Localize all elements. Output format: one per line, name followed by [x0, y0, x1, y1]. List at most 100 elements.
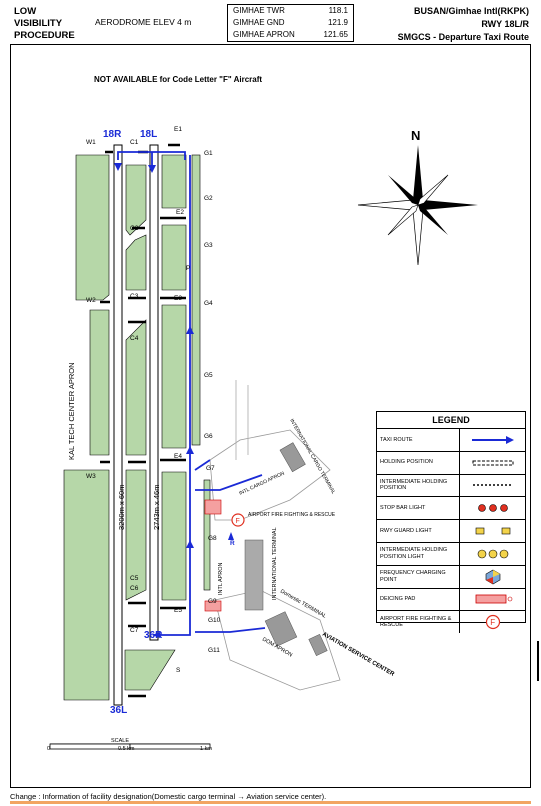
procedure-line: PROCEDURE	[14, 30, 75, 41]
scale-label: 0.5 km	[118, 746, 135, 752]
freq-name: GIMHAE TWR	[233, 6, 285, 15]
taxiway-label-c6: C6	[130, 585, 139, 592]
legend-row: RWY GUARD LIGHT	[377, 520, 525, 543]
procedure-line: VISIBILITY	[14, 18, 63, 29]
procedure-title: LOW VISIBILITY PROCEDURE	[14, 6, 75, 42]
runway-36r-label: 36R	[144, 630, 163, 641]
deicing-pad	[204, 600, 222, 612]
ground-area	[161, 154, 187, 209]
runway-36l-label: 36L	[110, 705, 127, 716]
taxiway-label-r: R	[230, 540, 235, 547]
legend-row: AIRPORT FIRE FIGHTING & RESCUE F	[377, 611, 525, 634]
ground-area	[191, 154, 201, 446]
taxiway-label-g4: G4	[204, 300, 213, 307]
north-label: N	[411, 128, 420, 143]
taxi-routes	[117, 151, 266, 636]
frequency-row: GIMHAE GND 121.9	[228, 17, 353, 29]
freq-value: 121.9	[327, 18, 348, 27]
ground-area	[125, 319, 147, 456]
airport-name: BUSAN/Gimhae Intl(RKPK)	[413, 6, 529, 16]
legend-label: FREQUENCY CHARGING POINT	[377, 565, 460, 588]
legend-label: TAXI ROUTE	[377, 429, 460, 451]
freq-name: GIMHAE GND	[233, 18, 285, 27]
aviation-center-building	[308, 633, 328, 657]
intermediate-holding-icon	[472, 484, 513, 487]
taxiway-label-g9: G9	[208, 598, 217, 605]
svg-text:F: F	[490, 618, 495, 627]
taxiway-label-g11: G11	[208, 647, 220, 654]
aerodrome-elevation: AERODROME ELEV 4 m	[95, 17, 192, 27]
procedure-line: LOW	[14, 6, 37, 17]
taxiway-label-e1: E1	[174, 126, 182, 133]
legend-row: INTERMEDIATE HOLDING POSITION	[377, 474, 525, 498]
taxiway-label-w2: W2	[86, 297, 96, 304]
arrow-icon	[471, 435, 514, 444]
frequency-box: GIMHAE TWR 118.1 GIMHAE GND 121.9 GIMHAE A…	[227, 4, 354, 42]
fire-station-letter: F	[236, 518, 240, 525]
intl-terminal-label: INTERNATIONAL TERMINAL	[272, 527, 278, 600]
taxiway-label-g3: G3	[204, 242, 213, 249]
taxiway-label-g7: G7	[206, 465, 215, 472]
fire-station-icon	[231, 513, 245, 527]
legend-label: INTERMEDIATE HOLDING POSITION	[377, 474, 460, 497]
legend-row: HOLDING POSITION	[377, 451, 525, 475]
intl-cargo-apron-label: INTL CARGO APRON	[238, 470, 286, 496]
ground-area	[125, 234, 147, 291]
intl-terminal-building	[244, 539, 264, 611]
taxiway-label-e4: E4	[174, 453, 182, 460]
scale-title: SCALE	[111, 738, 130, 744]
taxiway-label-e3: E3	[174, 295, 182, 302]
change-note: Change : Information of facility designa…	[10, 792, 327, 801]
legend-label: STOP BAR LIGHT	[377, 497, 460, 520]
runway-west-dimension: 3200m x 60m	[117, 485, 126, 530]
aviation-service-label: AVIATION SERVICE CENTER	[321, 632, 396, 679]
ground-area	[63, 469, 110, 701]
legend-label: AIRPORT FIRE FIGHTING & RESCUE	[377, 611, 460, 634]
holding-light-icon	[477, 549, 508, 559]
legend-row: DEICING PAD	[377, 588, 525, 612]
ground-area	[161, 471, 187, 601]
taxiway-label-c4: C4	[130, 335, 139, 342]
taxiway-label-c2: C2	[130, 225, 139, 232]
holding-positions	[100, 143, 186, 698]
deicing-pad	[204, 499, 222, 515]
taxiway-label-e5: E5	[174, 607, 182, 614]
guard-light-icon	[475, 527, 510, 535]
freq-name: GIMHAE APRON	[233, 30, 295, 39]
runway-east-dimension: 2743m x 46m	[152, 485, 161, 530]
scale-label: 0	[47, 746, 51, 752]
taxiway-label-c3: C3	[130, 293, 139, 300]
ground-area	[125, 469, 147, 601]
stop-bar-light-icon	[477, 504, 508, 513]
legend: LEGEND TAXI ROUTE HOLDING POSITION INTER…	[376, 411, 526, 634]
chart-title: SMGCS - Departure Taxi Route	[397, 32, 529, 42]
taxiway-label-c1: C1	[130, 139, 139, 146]
legend-label: HOLDING POSITION	[377, 451, 460, 474]
change-bar	[537, 641, 539, 681]
legend-label: RWY GUARD LIGHT	[377, 520, 460, 542]
holding-position-icon	[472, 460, 513, 466]
taxiway-label-s: S	[176, 667, 181, 674]
taxiway-label-w3: W3	[86, 473, 96, 480]
taxiway-label-c5: C5	[130, 575, 139, 582]
taxiway-label-g2: G2	[204, 195, 213, 202]
runway-west	[113, 144, 123, 706]
kal-apron-label: KAL TECH CENTER APRON	[67, 362, 76, 460]
runway-name: RWY 18L/R	[481, 19, 529, 29]
domestic-terminal-building	[264, 611, 298, 647]
fire-rescue-icon: F	[485, 615, 500, 630]
footer-bar	[10, 801, 531, 804]
legend-title: LEGEND	[377, 412, 525, 429]
taxiway-label-g5: G5	[204, 372, 213, 379]
apron-outline	[209, 429, 331, 521]
runway-18l-label: 18L	[140, 129, 157, 140]
runway-18r-label: 18R	[103, 129, 122, 140]
freq-value: 118.1	[328, 6, 348, 15]
chart-identity: BUSAN/Gimhae Intl(RKPK) RWY 18L/R SMGCS …	[398, 5, 529, 44]
legend-row: STOP BAR LIGHT	[377, 497, 525, 521]
legend-row: TAXI ROUTE	[377, 429, 525, 452]
charging-point-icon	[485, 569, 500, 585]
ground-area	[89, 309, 110, 456]
taxiway-label-g8: G8	[208, 535, 217, 542]
